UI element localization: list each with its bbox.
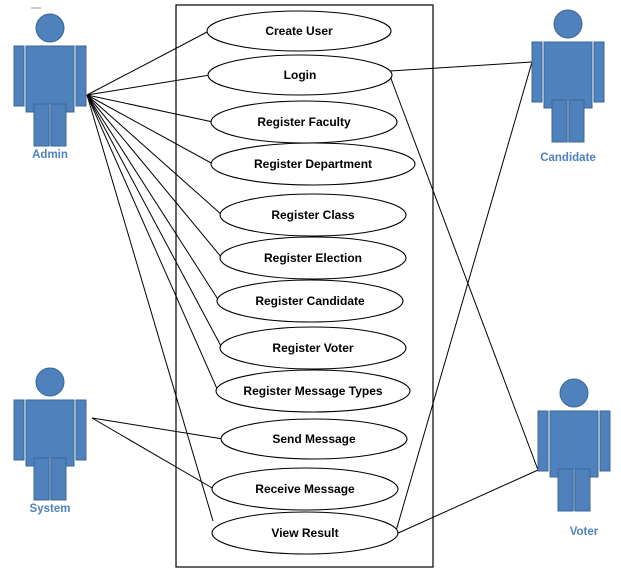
use-case-ellipse <box>216 279 404 323</box>
actor-label: System <box>30 503 71 515</box>
system-boundary <box>175 4 434 568</box>
use-case-label: Create User <box>265 24 333 38</box>
actor-label: Candidate <box>540 152 596 164</box>
association-admin-register-candidate <box>86 94 220 302</box>
actor-voter: Voter <box>537 378 611 538</box>
use-case-label: Register Voter <box>272 341 353 355</box>
use-case-ellipse <box>220 418 408 460</box>
actor-label: Voter <box>570 526 599 538</box>
use-case-label: Register Class <box>271 208 355 222</box>
use-case-label: Register Message Types <box>243 384 382 398</box>
use-case-label: Register Candidate <box>255 294 365 308</box>
use-case-label: Register Election <box>264 251 362 265</box>
use-case-register-candidate: Register Candidate <box>216 279 404 323</box>
use-case-ellipse <box>211 511 399 555</box>
use-case-label: Register Department <box>254 157 372 171</box>
use-case-register-election: Register Election <box>219 236 407 280</box>
use-case-view-result: View Result <box>211 511 399 555</box>
association-admin-view-result <box>86 94 214 522</box>
use-case-ellipse <box>207 54 393 96</box>
use-case-register-faculty: Register Faculty <box>210 100 398 144</box>
association-admin-register-election <box>86 94 223 259</box>
actor-candidate: Candidate <box>531 9 605 164</box>
association-admin-login <box>86 74 211 96</box>
association-admin-register-department <box>86 94 214 165</box>
use-case-label: View Result <box>271 526 338 540</box>
person-icon <box>13 367 87 501</box>
association-admin-register-class <box>86 94 223 216</box>
use-case-ellipse <box>219 326 407 370</box>
person-icon <box>537 378 611 512</box>
use-case-label: Send Message <box>272 432 356 446</box>
association-system-send-message <box>91 417 224 440</box>
use-case-ellipse <box>219 236 407 280</box>
actor-label: Admin <box>32 149 68 161</box>
association-voter-login <box>389 75 539 471</box>
use-case-ellipse <box>210 142 416 186</box>
association-candidate-view-result <box>395 61 533 532</box>
association-system-receive-message <box>91 417 215 490</box>
association-admin-register-message-types <box>86 94 219 392</box>
use-case-label: Receive Message <box>255 482 355 496</box>
use-case-register-class: Register Class <box>219 193 407 237</box>
use-case-receive-message: Receive Message <box>211 467 399 511</box>
association-admin-register-voter <box>86 94 223 349</box>
use-case-label: Register Faculty <box>257 115 351 129</box>
use-case-register-voter: Register Voter <box>219 326 407 370</box>
use-case-create-user: Create User <box>206 10 392 52</box>
association-admin-register-faculty <box>86 94 214 123</box>
use-case-label: Login <box>284 68 317 82</box>
person-icon <box>531 9 605 143</box>
use-case-ellipse <box>219 193 407 237</box>
use-case-register-message-types: Register Message Types <box>215 369 411 413</box>
actor-admin: Admin <box>13 13 87 161</box>
use-case-ellipse <box>211 467 399 511</box>
use-case-send-message: Send Message <box>220 418 408 460</box>
person-icon <box>13 13 87 147</box>
actor-system: System <box>13 367 87 515</box>
use-case-register-department: Register Department <box>210 142 416 186</box>
association-admin-create-user <box>86 30 210 96</box>
association-lines <box>86 30 539 535</box>
use-case-ellipse <box>206 10 392 52</box>
use-case-login: Login <box>207 54 393 96</box>
association-candidate-login <box>389 61 533 72</box>
use-case-ellipse <box>215 369 411 413</box>
association-voter-view-result <box>395 469 539 535</box>
